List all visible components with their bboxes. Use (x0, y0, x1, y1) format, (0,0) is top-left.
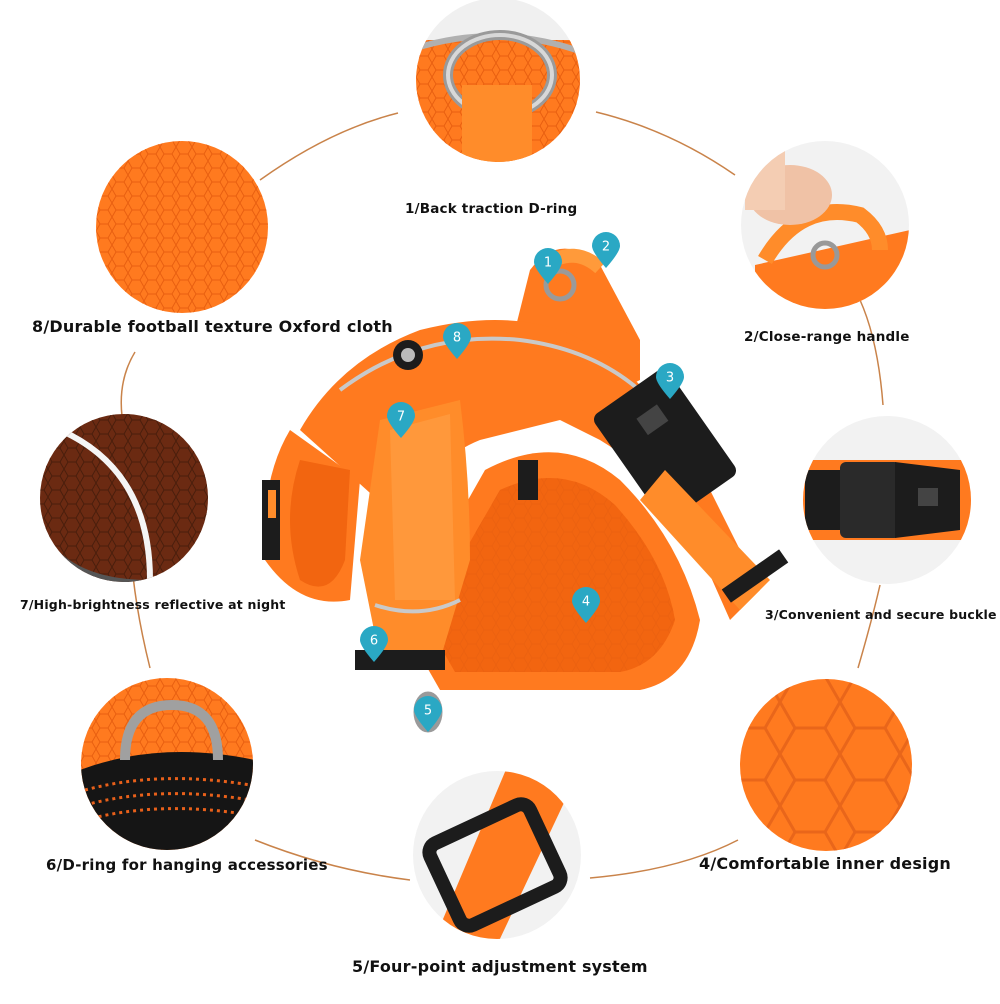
harness-main-image (262, 248, 789, 733)
marker-8: 8 (443, 323, 471, 359)
marker-1-number: 1 (544, 256, 552, 271)
connector-arcs (120, 111, 884, 881)
label-reflective-night: 7/High-brightness reflective at night (20, 597, 286, 612)
detail-image-handle (741, 141, 909, 309)
detail-image-adjuster (413, 771, 581, 939)
marker-7-number: 7 (397, 410, 405, 425)
detail-image-oxford-cloth (96, 141, 268, 313)
detail-image-accessory-ring (81, 678, 253, 850)
marker-2: 2 (592, 232, 620, 268)
marker-3-number: 3 (666, 371, 674, 386)
marker-5-number: 5 (424, 704, 432, 719)
marker-7: 7 (387, 402, 415, 438)
label-accessory-d-ring: 6/D-ring for hanging accessories (46, 856, 328, 874)
detail-image-reflective (40, 414, 208, 582)
label-close-range-handle: 2/Close-range handle (744, 329, 910, 345)
detail-image-inner-padding (740, 679, 912, 851)
label-oxford-cloth: 8/Durable football texture Oxford cloth (32, 317, 393, 336)
detail-image-buckle (803, 416, 971, 584)
detail-image-d-ring (416, 0, 580, 162)
label-comfortable-inner-design: 4/Comfortable inner design (699, 854, 951, 873)
marker-2-number: 2 (602, 240, 610, 255)
marker-6-number: 6 (370, 634, 378, 649)
marker-5: 5 (414, 696, 442, 732)
marker-4: 4 (572, 587, 600, 623)
marker-6: 6 (360, 626, 388, 662)
marker-8-number: 8 (453, 331, 461, 346)
label-secure-buckle: 3/Convenient and secure buckle (765, 607, 997, 622)
label-four-point-adjustment: 5/Four-point adjustment system (352, 957, 648, 976)
label-back-traction-d-ring: 1/Back traction D-ring (405, 201, 578, 217)
marker-1: 1 (534, 248, 562, 284)
marker-4-number: 4 (582, 595, 590, 610)
marker-3: 3 (656, 363, 684, 399)
